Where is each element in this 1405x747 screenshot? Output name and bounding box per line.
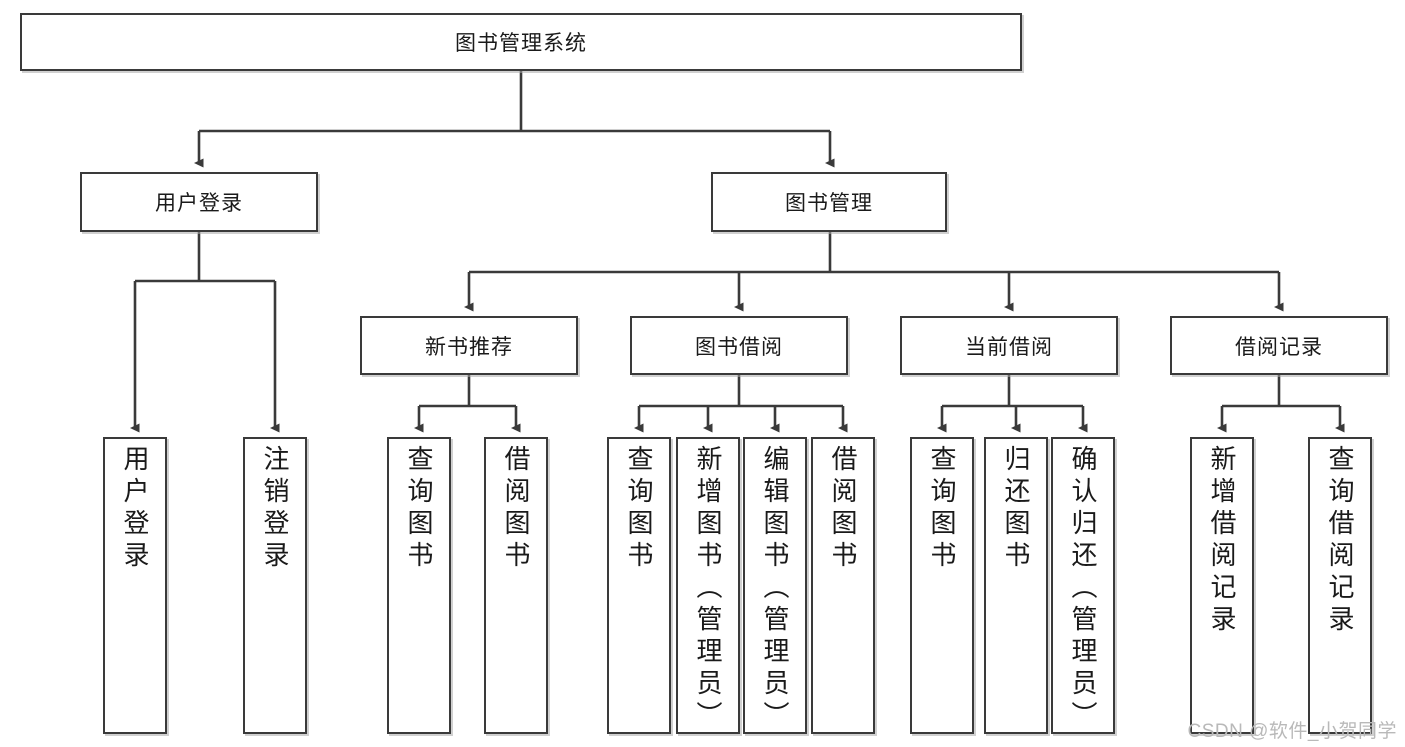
node-leaf-query-book-new-label: 查询图书 xyxy=(404,445,434,573)
node-leaf-query-borrow-record[interactable]: 查询借阅记录 xyxy=(1308,437,1372,734)
node-leaf-borrow-book-new-label: 借阅图书 xyxy=(501,445,531,573)
node-leaf-edit-book[interactable]: 编辑图书（管理员） xyxy=(743,437,807,734)
node-root[interactable]: 图书管理系统 xyxy=(20,13,1022,71)
node-leaf-query-book-borrow-label: 查询图书 xyxy=(624,445,654,573)
node-borrow-record[interactable]: 借阅记录 xyxy=(1170,316,1388,375)
node-leaf-add-borrow-record[interactable]: 新增借阅记录 xyxy=(1190,437,1254,734)
node-book-management[interactable]: 图书管理 xyxy=(711,172,947,232)
node-leaf-return-book[interactable]: 归还图书 xyxy=(984,437,1048,734)
node-leaf-user-login[interactable]: 用户登录 xyxy=(103,437,167,734)
node-leaf-confirm-return-label: 确认归还（管理员） xyxy=(1068,445,1098,733)
node-current-borrow-label: 当前借阅 xyxy=(965,335,1053,359)
node-leaf-query-book-borrow[interactable]: 查询图书 xyxy=(607,437,671,734)
node-leaf-borrow-book-label: 借阅图书 xyxy=(828,445,858,573)
node-leaf-return-book-label: 归还图书 xyxy=(1001,445,1031,573)
node-current-borrow[interactable]: 当前借阅 xyxy=(900,316,1118,375)
node-leaf-user-login-label: 用户登录 xyxy=(120,445,150,573)
node-leaf-add-book-label: 新增图书（管理员） xyxy=(693,445,723,733)
node-leaf-user-logout-label: 注销登录 xyxy=(260,445,290,573)
node-user-login-label: 用户登录 xyxy=(155,192,243,215)
node-leaf-add-book[interactable]: 新增图书（管理员） xyxy=(676,437,740,734)
node-leaf-borrow-book[interactable]: 借阅图书 xyxy=(811,437,875,734)
node-book-management-label: 图书管理 xyxy=(785,192,873,215)
node-root-label: 图书管理系统 xyxy=(455,32,587,55)
node-book-borrow[interactable]: 图书借阅 xyxy=(630,316,848,375)
node-leaf-add-borrow-record-label: 新增借阅记录 xyxy=(1207,445,1237,637)
node-leaf-query-book-new[interactable]: 查询图书 xyxy=(387,437,451,734)
node-borrow-record-label: 借阅记录 xyxy=(1235,335,1323,359)
node-leaf-confirm-return[interactable]: 确认归还（管理员） xyxy=(1051,437,1115,734)
node-leaf-query-book-current-label: 查询图书 xyxy=(927,445,957,573)
node-leaf-user-logout[interactable]: 注销登录 xyxy=(243,437,307,734)
node-user-login[interactable]: 用户登录 xyxy=(80,172,318,232)
node-leaf-query-book-current[interactable]: 查询图书 xyxy=(910,437,974,734)
node-book-borrow-label: 图书借阅 xyxy=(695,335,783,359)
node-leaf-borrow-book-new[interactable]: 借阅图书 xyxy=(484,437,548,734)
node-leaf-query-borrow-record-label: 查询借阅记录 xyxy=(1325,445,1355,637)
node-new-book-recommend-label: 新书推荐 xyxy=(425,335,513,359)
node-new-book-recommend[interactable]: 新书推荐 xyxy=(360,316,578,375)
node-leaf-edit-book-label: 编辑图书（管理员） xyxy=(760,445,790,733)
